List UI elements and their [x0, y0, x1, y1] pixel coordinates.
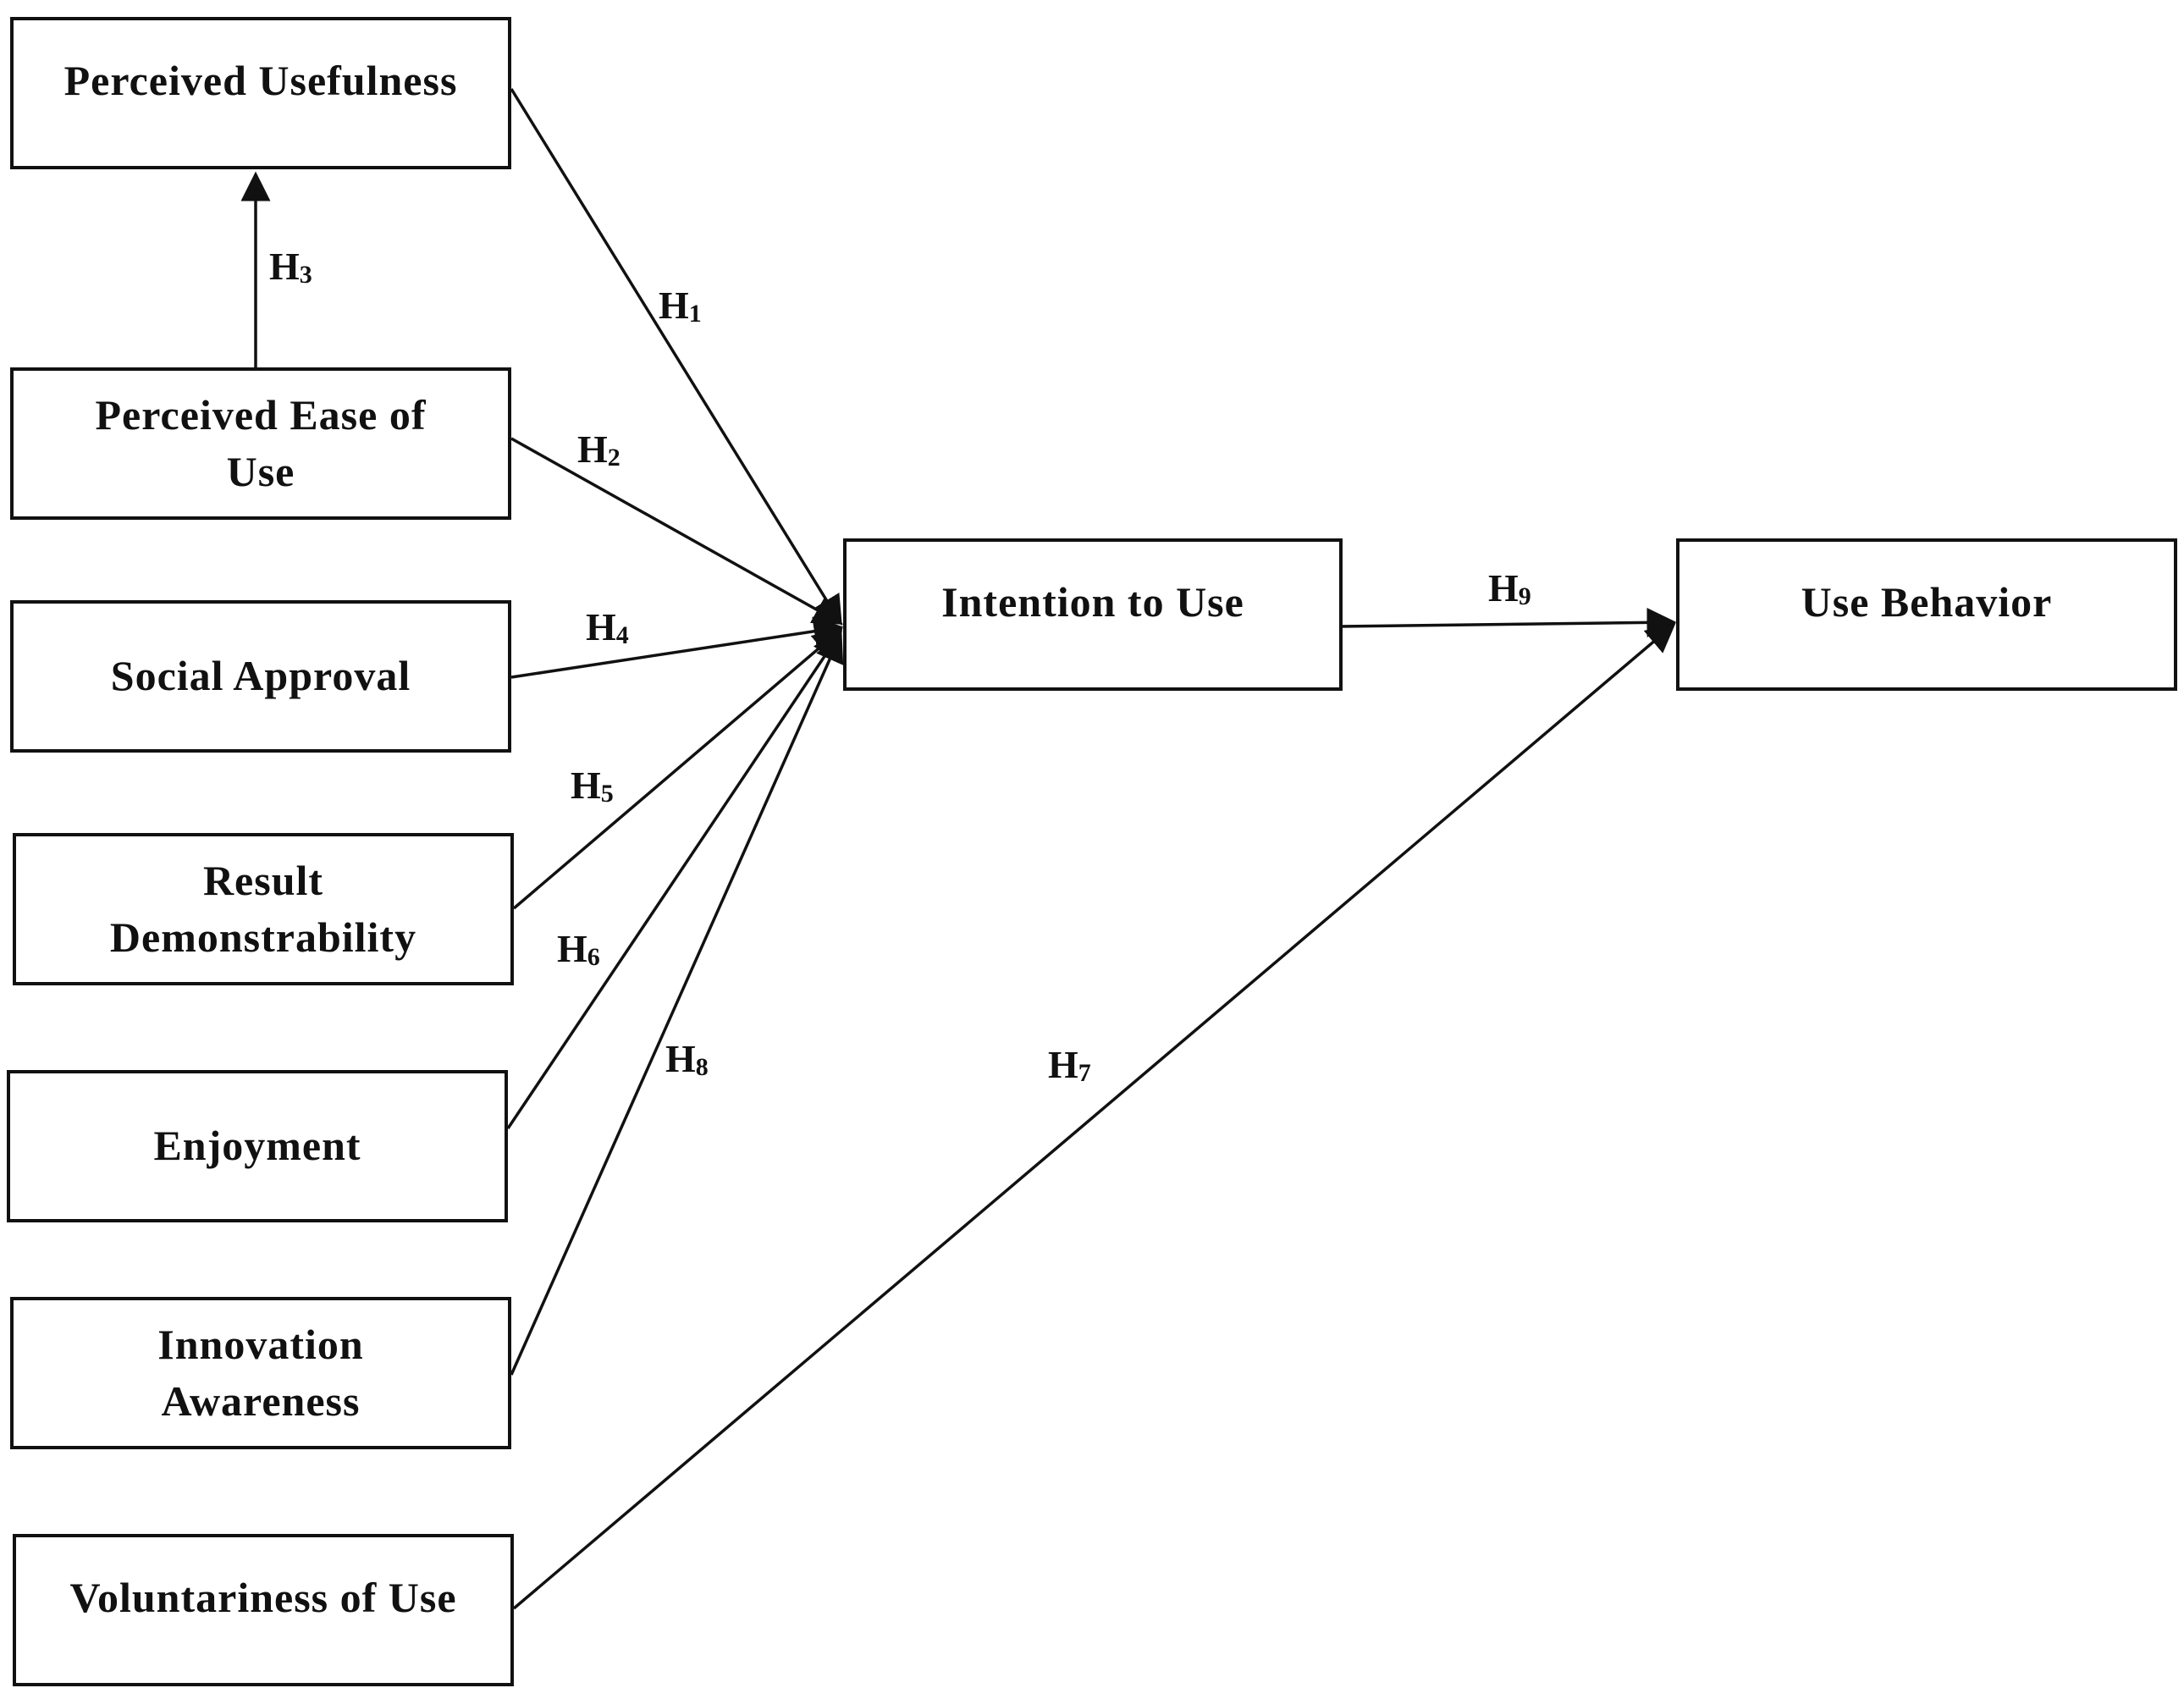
edge-label-h8-num: 8: [695, 1053, 709, 1081]
edge-label-h2: H2: [577, 428, 620, 472]
node-intention-to-use: Intention to Use: [843, 538, 1343, 691]
edge-label-h7-letter: H: [1048, 1043, 1078, 1086]
node-voluntariness-of-use-text: Voluntariness of Use: [69, 1574, 457, 1621]
node-social-approval-text: Social Approval: [110, 652, 411, 700]
node-innovation-awareness: Innovation Awareness: [10, 1297, 511, 1449]
edge-label-h6-num: 6: [587, 943, 600, 971]
node-perceived-ease-of-use-line2: Use: [226, 448, 295, 495]
edge-h1-arrow: [510, 88, 842, 626]
edge-label-h1: H1: [659, 284, 702, 328]
node-perceived-ease-of-use: Perceived Ease of Use: [10, 367, 511, 520]
edge-label-h4-num: 4: [615, 621, 629, 649]
node-innovation-awareness-line2: Awareness: [161, 1377, 361, 1425]
edge-label-h7: H7: [1048, 1043, 1091, 1087]
edge-label-h4-letter: H: [586, 605, 616, 648]
edge-label-h7-num: 7: [1078, 1059, 1091, 1087]
edge-h8-arrow: [510, 632, 844, 1376]
node-innovation-awareness-line1: Innovation: [157, 1320, 364, 1368]
edge-label-h6: H6: [557, 927, 600, 971]
edge-h4-arrow: [510, 616, 844, 679]
node-result-demonstrability-line1: Result: [202, 856, 324, 904]
edge-label-h2-num: 2: [607, 444, 620, 472]
edge-label-h3: H3: [269, 245, 312, 289]
node-intention-to-use-text: Intention to Use: [941, 578, 1244, 626]
edge-h5-arrow: [512, 627, 843, 910]
node-perceived-usefulness: Perceived Usefulness: [10, 17, 511, 169]
node-perceived-usefulness-text: Perceived Usefulness: [63, 57, 458, 104]
edge-h9-arrow: [1338, 607, 1677, 637]
edge-label-h8-letter: H: [665, 1037, 696, 1080]
node-use-behavior: Use Behavior: [1676, 538, 2177, 691]
edge-label-h5: H5: [571, 764, 614, 808]
edge-h6-arrow: [506, 630, 842, 1129]
node-enjoyment-text: Enjoyment: [153, 1122, 361, 1170]
node-perceived-ease-of-use-line1: Perceived Ease of: [95, 390, 427, 439]
edge-label-h9-num: 9: [1518, 582, 1531, 610]
edge-label-h4: H4: [586, 605, 629, 649]
edge-h7-arrow: [512, 622, 1676, 1610]
node-result-demonstrability-line2: Demonstrability: [109, 913, 417, 961]
node-social-approval: Social Approval: [10, 600, 511, 753]
edge-label-h3-num: 3: [299, 261, 312, 289]
edge-label-h2-letter: H: [577, 428, 608, 471]
edge-label-h1-letter: H: [659, 284, 689, 327]
edge-label-h9: H9: [1488, 566, 1531, 610]
edge-label-h6-letter: H: [557, 927, 587, 970]
node-result-demonstrability: Result Demonstrability: [13, 833, 514, 985]
edge-label-h5-num: 5: [600, 780, 614, 808]
edge-label-h3-letter: H: [269, 245, 300, 288]
edge-h2-arrow: [510, 437, 844, 625]
node-use-behavior-text: Use Behavior: [1801, 578, 2053, 626]
edge-label-h1-num: 1: [688, 300, 702, 328]
edge-label-h5-letter: H: [571, 764, 601, 807]
node-enjoyment: Enjoyment: [7, 1070, 508, 1222]
edge-label-h9-letter: H: [1488, 566, 1519, 610]
node-voluntariness-of-use: Voluntariness of Use: [13, 1534, 514, 1686]
edge-label-h8: H8: [665, 1037, 709, 1081]
